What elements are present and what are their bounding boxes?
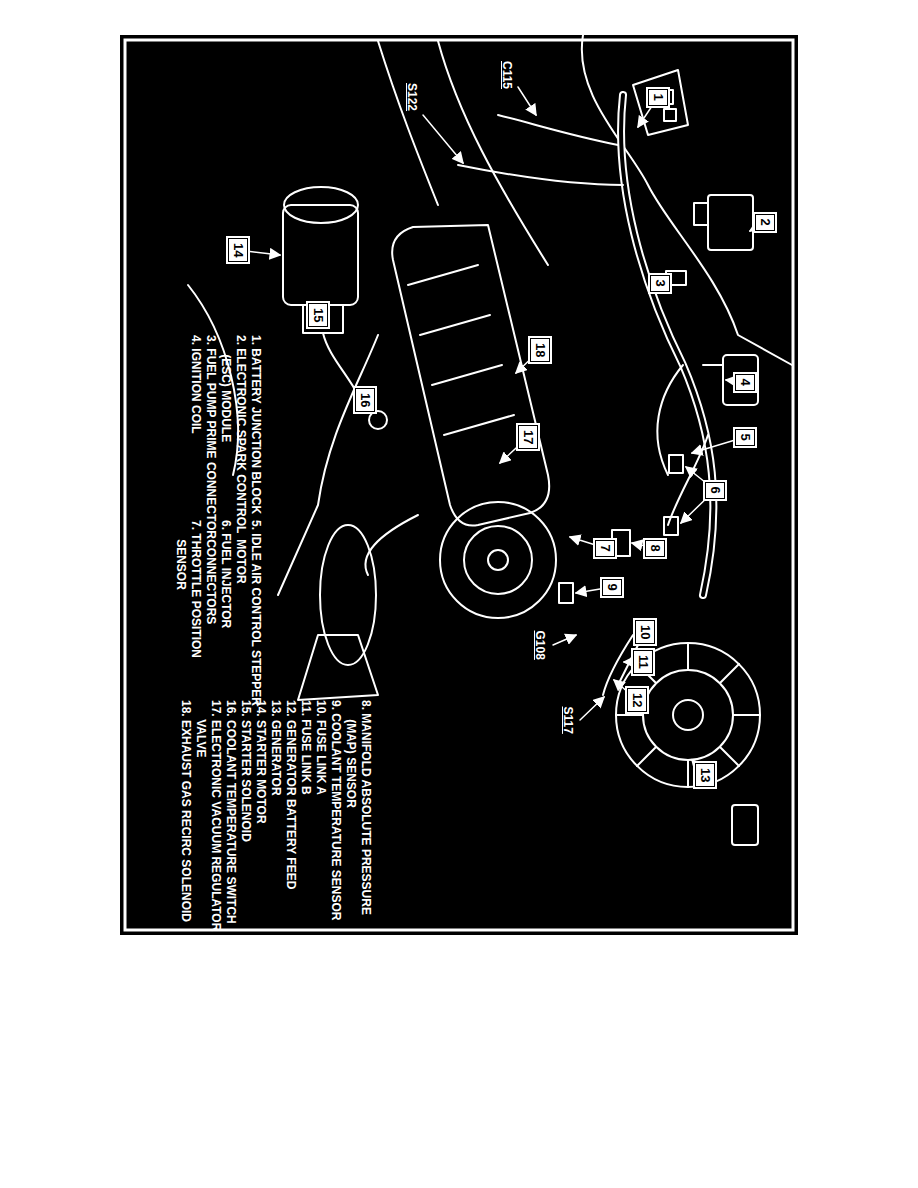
label-box: C115 bbox=[500, 59, 515, 91]
callout-number: 15 bbox=[311, 308, 326, 322]
connector-id: G108 bbox=[534, 631, 548, 660]
label-box: S122 bbox=[405, 81, 420, 113]
callout-box: 15 bbox=[308, 303, 328, 327]
label-box: S117 bbox=[561, 705, 576, 736]
legend-entry: 5. IDLE AIR CONTROL STEPPER MOTOR bbox=[234, 520, 263, 706]
callout-box: 12 bbox=[627, 688, 647, 712]
label-box: 14. STARTER MOTOR bbox=[253, 700, 268, 941]
callout-number: 7 bbox=[598, 545, 613, 552]
label-box: 12. GENERATOR BATTERY FEED bbox=[283, 700, 298, 941]
connector-id: C115 bbox=[501, 61, 515, 89]
callout-number: 5 bbox=[738, 434, 753, 441]
callout-box: 8 bbox=[645, 540, 665, 557]
callout-number: 2 bbox=[758, 219, 773, 226]
callout-box: 16 bbox=[355, 388, 375, 412]
callout-number: 4 bbox=[738, 379, 753, 386]
label-box: 2. ELECTRONIC SPARK CONTROL (ESC) MODULE bbox=[218, 335, 248, 544]
label-box: 11. FUSE LINK B bbox=[298, 700, 313, 941]
label-box: 3. FUEL PUMP PRIME CONNECTOR bbox=[203, 335, 218, 544]
callout-number: 3 bbox=[653, 280, 668, 287]
callout-number: 12 bbox=[630, 693, 645, 707]
legend-entry: 14. STARTER MOTOR bbox=[254, 700, 268, 824]
callout-number: 16 bbox=[358, 393, 373, 407]
callout-number: 13 bbox=[698, 768, 713, 782]
callout-box: 14 bbox=[228, 238, 248, 262]
callout-box: 5 bbox=[735, 429, 755, 446]
callout-box: 11 bbox=[633, 650, 653, 674]
callout-number: 17 bbox=[521, 430, 536, 444]
legend-entry: 3. FUEL PUMP PRIME CONNECTOR bbox=[204, 335, 218, 539]
label-box: 10. FUSE LINK A bbox=[313, 700, 328, 941]
label-box: 1. BATTERY JUNCTION BLOCK bbox=[248, 335, 263, 544]
illustration-panel: 123456789101112131415161718C115S122G108S… bbox=[120, 35, 798, 935]
label-box: 4. IGNITION COIL bbox=[188, 335, 203, 544]
callout-box: 3 bbox=[650, 275, 670, 292]
legend-entry: 17. ELECTRONIC VACUUM REGULATOR VALVE bbox=[194, 700, 223, 931]
callout-number: 18 bbox=[533, 343, 548, 357]
legend-entry: 13. GENERATOR bbox=[269, 700, 283, 796]
callout-box: 1 bbox=[648, 89, 668, 106]
callout-number: 1 bbox=[651, 94, 666, 101]
legend-entry: 18. EXHAUST GAS RECIRC SOLENOID bbox=[179, 700, 193, 922]
callout-number: 9 bbox=[605, 584, 620, 591]
legend-entry: 2. ELECTRONIC SPARK CONTROL (ESC) MODULE bbox=[219, 335, 248, 533]
label-box: 18. EXHAUST GAS RECIRC SOLENOID bbox=[178, 700, 193, 941]
callout-box: 18 bbox=[530, 338, 550, 362]
label-box: 7. THROTTLE POSITION SENSOR bbox=[173, 520, 203, 709]
callout-box: 2 bbox=[755, 214, 775, 231]
legend-entry: 9. COOLANT TEMPERATURE SENSOR bbox=[329, 700, 343, 920]
label-box: 5. IDLE AIR CONTROL STEPPER MOTOR bbox=[233, 520, 263, 709]
legend-entry: 4. IGNITION COIL bbox=[189, 335, 203, 434]
legend-entry: 12. GENERATOR BATTERY FEED bbox=[284, 700, 298, 889]
connector-id: S122 bbox=[406, 83, 420, 111]
callout-number: 11 bbox=[636, 655, 651, 669]
label-box: 9. COOLANT TEMPERATURE SENSOR bbox=[328, 700, 343, 941]
callout-number: 14 bbox=[231, 243, 246, 257]
legend-entry: 15. STARTER SOLENOID bbox=[239, 700, 253, 842]
callout-box: 9 bbox=[602, 579, 622, 596]
label-box: 16. COOLANT TEMPERATURE SWITCH bbox=[223, 700, 238, 941]
legend-entry: 1. BATTERY JUNCTION BLOCK bbox=[249, 335, 263, 514]
callout-box: 7 bbox=[595, 540, 615, 557]
callout-number: 6 bbox=[708, 487, 723, 494]
label-box: G108 bbox=[533, 629, 548, 662]
callout-box: 17 bbox=[518, 425, 538, 449]
callout-number: 8 bbox=[648, 545, 663, 552]
label-box: 15. STARTER SOLENOID bbox=[238, 700, 253, 941]
legend-entry: 6. FUEL INJECTOR CONNECTORS bbox=[204, 520, 233, 628]
callout-box: 13 bbox=[695, 763, 715, 787]
legend-entry: 16. COOLANT TEMPERATURE SWITCH bbox=[224, 700, 238, 924]
label-box: 6. FUEL INJECTOR CONNECTORS bbox=[203, 520, 233, 709]
connector-id: S117 bbox=[562, 707, 576, 734]
label-box: 17. ELECTRONIC VACUUM REGULATOR VALVE bbox=[193, 700, 223, 941]
legend-entry: 7. THROTTLE POSITION SENSOR bbox=[174, 520, 203, 658]
legend-entry: 11. FUSE LINK B bbox=[299, 700, 313, 795]
callout-box: 10 bbox=[635, 620, 655, 644]
callout-number: 10 bbox=[638, 625, 653, 639]
legend-entry: 10. FUSE LINK A bbox=[314, 700, 328, 795]
label-box: 8. MANIFOLD ABSOLUTE PRESSURE (MAP) SENS… bbox=[343, 700, 373, 941]
label-box: 13. GENERATOR bbox=[268, 700, 283, 941]
callout-box: 6 bbox=[705, 482, 725, 499]
legend-entry: 8. MANIFOLD ABSOLUTE PRESSURE (MAP) SENS… bbox=[344, 700, 373, 915]
callout-box: 4 bbox=[735, 374, 755, 391]
